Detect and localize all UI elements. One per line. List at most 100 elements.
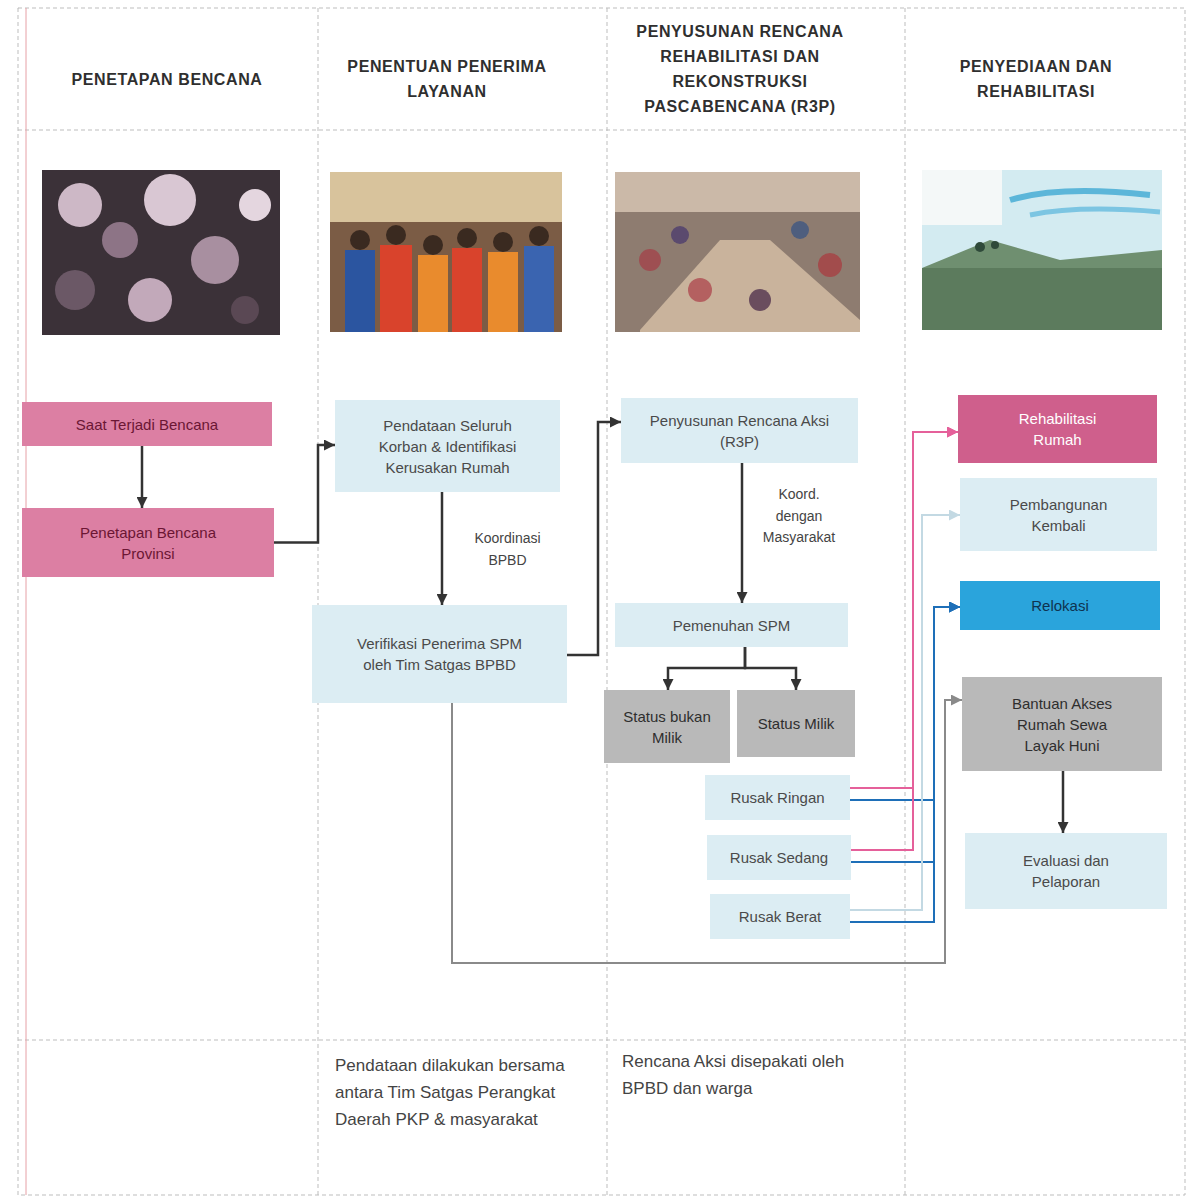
photo-cloud — [1030, 209, 1160, 215]
process-box: Pendataan Seluruh Korban & Identifikasi … — [335, 400, 560, 492]
box-text: Rehabilitasi Rumah — [998, 408, 1117, 450]
photo-person — [671, 226, 689, 244]
box-text: Status Milik — [758, 713, 835, 734]
photo-disaster — [42, 170, 280, 335]
photo-head — [386, 225, 406, 245]
photo-roof — [922, 240, 1162, 268]
photo-person — [452, 248, 482, 332]
column-header: PENENTUAN PENERIMA LAYANAN — [322, 30, 572, 130]
photo-ground — [330, 172, 562, 332]
connector — [668, 647, 745, 690]
connector — [745, 647, 796, 690]
box-text: Verifikasi Penerima SPM oleh Tim Satgas … — [347, 633, 532, 675]
margin-line — [26, 8, 27, 1195]
connector — [850, 607, 960, 800]
process-box: Pemenuhan SPM — [615, 603, 848, 647]
outcome-box: Pembangunan Kembali — [960, 478, 1157, 551]
photo-person — [345, 250, 375, 332]
edge-label: Koordinasi BPBD — [455, 528, 560, 571]
photo-person — [488, 252, 518, 332]
outcome-box: Bantuan Akses Rumah Sewa Layak Huni — [962, 677, 1162, 771]
photo-building — [922, 268, 1162, 330]
photo-blotch — [58, 183, 102, 227]
column-header: PENETAPAN BENCANA — [22, 30, 312, 130]
photo-sky — [922, 170, 1162, 330]
photo-head — [457, 228, 477, 248]
process-box: Penyusunan Rencana Aksi (R3P) — [621, 398, 858, 463]
edge-label: Koord. dengan Masyarakat — [755, 484, 843, 549]
box-text: Penyusunan Rencana Aksi (R3P) — [646, 410, 833, 452]
box-text: Pendataan Seluruh Korban & Identifikasi … — [365, 415, 530, 478]
column-divider — [607, 8, 608, 1195]
frame — [18, 8, 1185, 1195]
connector — [274, 445, 335, 543]
photo-blotch — [231, 296, 259, 324]
damage-box: Rusak Ringan — [705, 775, 850, 820]
damage-box: Rusak Sedang — [707, 835, 851, 880]
damage-box: Rusak Berat — [710, 894, 850, 939]
process-box: Verifikasi Penerima SPM oleh Tim Satgas … — [312, 605, 567, 703]
photo-person — [639, 249, 661, 271]
photo-person — [791, 221, 809, 239]
photo-light — [922, 170, 1002, 225]
photo-table — [640, 240, 860, 332]
status-box: Status Milik — [737, 690, 855, 757]
column-note: Pendataan dilakukan bersama antara Tim S… — [335, 1052, 600, 1134]
photo-blotch — [55, 270, 95, 310]
box-text: Status bukan Milik — [612, 706, 722, 748]
box-text: Penetapan Bencana Provinsi — [72, 522, 224, 564]
outcome-box: Relokasi — [960, 581, 1160, 630]
photo-ground — [42, 170, 280, 335]
row-divider — [18, 1040, 1185, 1041]
photo-cloud — [1010, 191, 1150, 200]
outcome-box: Evaluasi dan Pelaporan — [965, 833, 1167, 909]
connector — [851, 432, 958, 850]
photo-detail — [975, 242, 985, 252]
column-header: PENYEDIAAN DAN REHABILITASI — [920, 30, 1152, 130]
box-text: Bantuan Akses Rumah Sewa Layak Huni — [1007, 693, 1117, 756]
photo-crowd — [330, 172, 562, 332]
connector — [741, 463, 744, 603]
box-text: Saat Terjadi Bencana — [76, 414, 218, 435]
connector — [850, 515, 960, 910]
connector — [850, 607, 960, 922]
connector — [850, 432, 958, 788]
box-text: Pemenuhan SPM — [673, 615, 791, 636]
photo-detail — [991, 241, 999, 249]
connector — [441, 492, 444, 605]
box-text: Rusak Sedang — [730, 847, 828, 868]
photo-blotch — [128, 278, 172, 322]
photo-head — [529, 226, 549, 246]
column-divider — [318, 8, 319, 1195]
photo-ground — [615, 172, 860, 332]
photo-ceiling — [330, 172, 562, 222]
photo-person — [818, 253, 842, 277]
photo-wall — [615, 172, 860, 212]
photo-blotch — [239, 189, 271, 221]
photo-person — [418, 255, 448, 332]
box-text: Rusak Berat — [739, 906, 822, 927]
event-box: Saat Terjadi Bencana — [22, 402, 272, 446]
box-text: Rusak Ringan — [730, 787, 824, 808]
connector — [851, 607, 960, 862]
connector — [1062, 771, 1065, 833]
connector — [141, 446, 144, 508]
event-box: Penetapan Bencana Provinsi — [22, 508, 274, 577]
connector — [567, 422, 621, 655]
box-text: Evaluasi dan Pelaporan — [1005, 850, 1127, 892]
photo-head — [423, 235, 443, 255]
photo-blotch — [102, 222, 138, 258]
row-divider — [18, 130, 1185, 131]
column-divider — [905, 8, 906, 1195]
photo-blotch — [191, 236, 239, 284]
photo-person — [688, 278, 712, 302]
photo-person — [524, 246, 554, 332]
photo-head — [350, 230, 370, 250]
box-text: Relokasi — [1031, 595, 1089, 616]
column-note: Rencana Aksi disepakati oleh BPBD dan wa… — [622, 1048, 892, 1102]
photo-blotch — [144, 174, 196, 226]
status-box: Status bukan Milik — [604, 690, 730, 763]
photo-house — [922, 170, 1162, 330]
photo-meeting — [615, 172, 860, 332]
